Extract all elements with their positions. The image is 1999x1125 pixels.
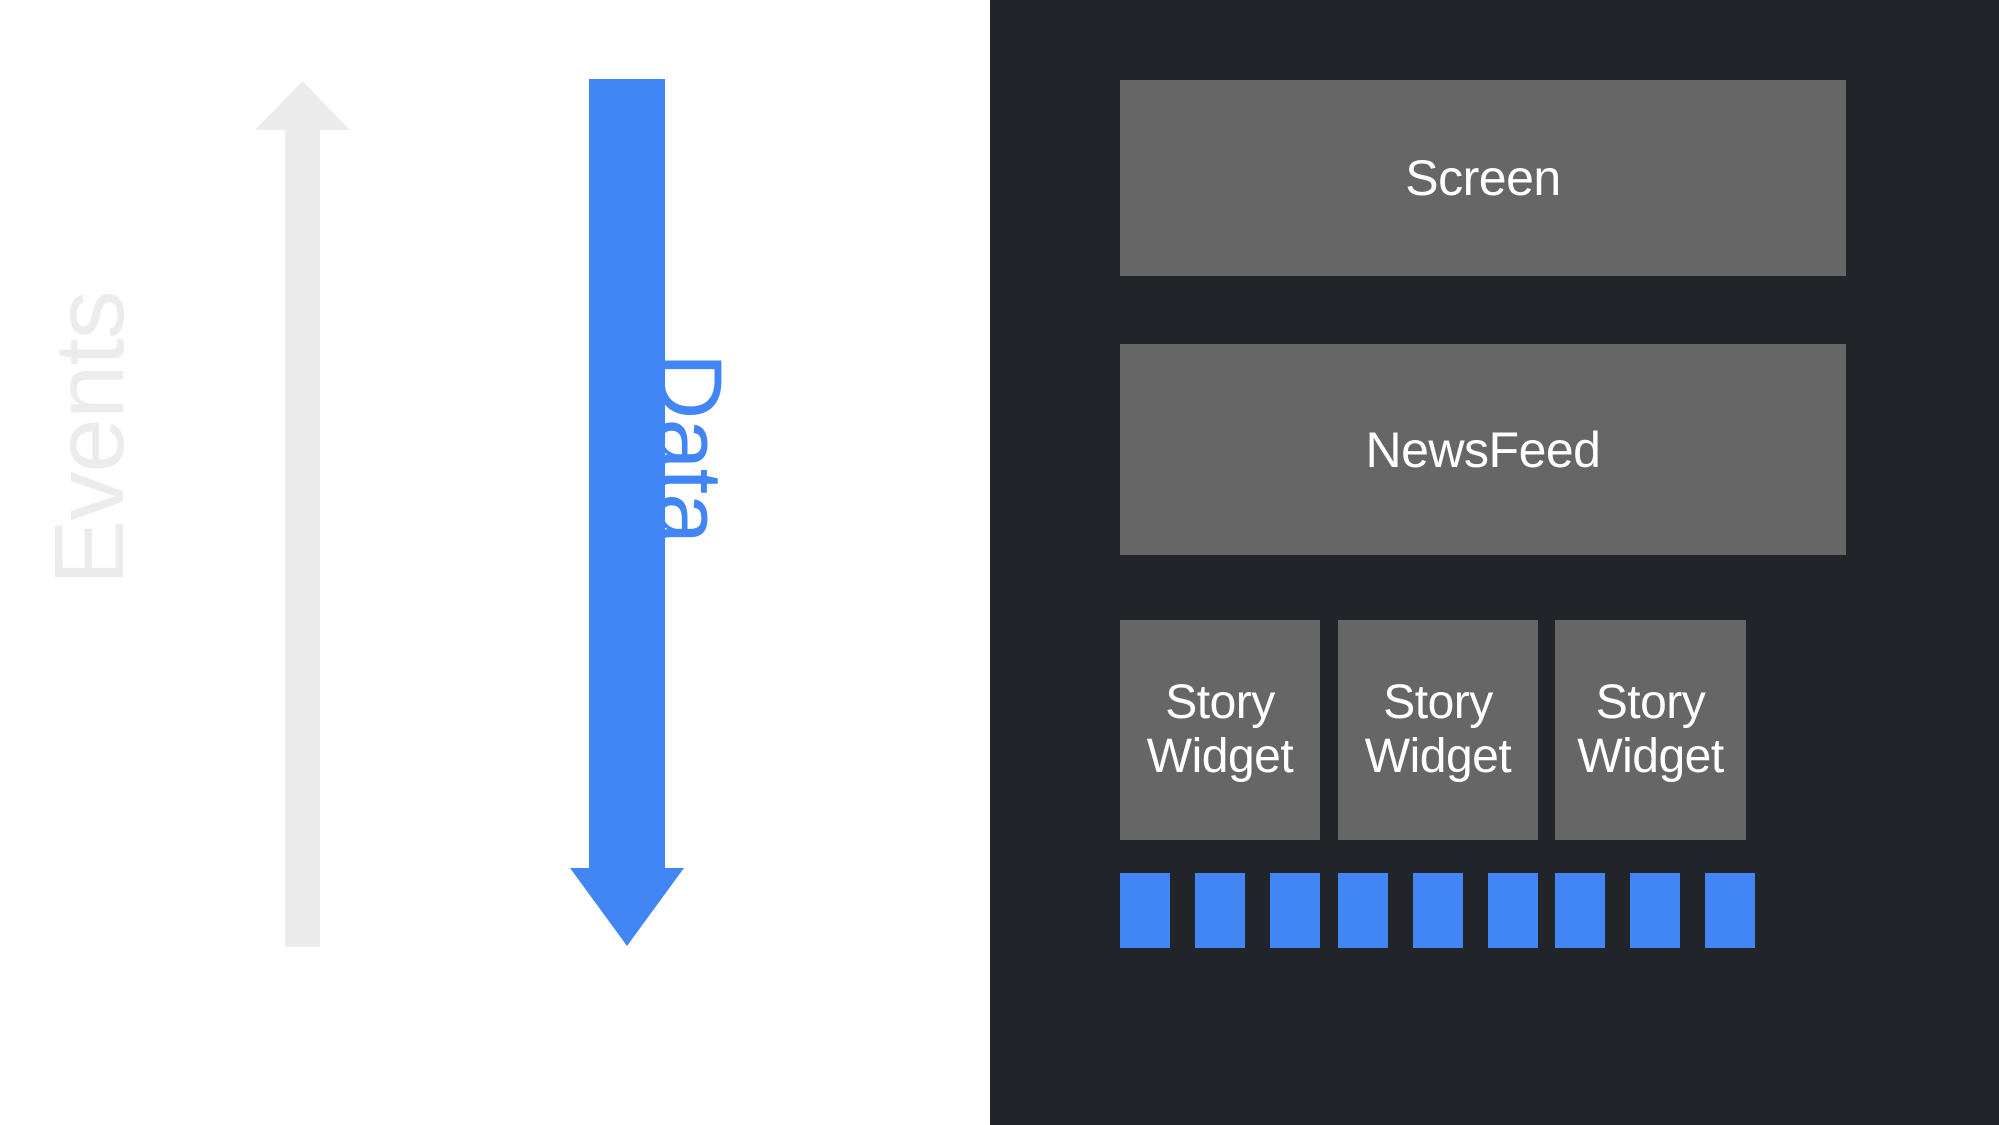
leaf-node[interactable] <box>1630 873 1680 948</box>
newsfeed-node-label: NewsFeed <box>1365 421 1602 478</box>
story-widget-node[interactable]: Story Widget <box>1555 620 1746 840</box>
story-widget-line-1: Story <box>1383 676 1493 730</box>
story-widget-line-2: Widget <box>1364 730 1512 783</box>
leaf-node[interactable] <box>1705 873 1755 948</box>
story-widget-node-label: Story Widget <box>1146 676 1294 784</box>
leaf-node-group <box>1338 873 1538 948</box>
screen-node[interactable]: Screen <box>1120 80 1846 276</box>
story-widget-line-1: Story <box>1165 676 1275 730</box>
events-arrow-icon <box>255 81 350 947</box>
leaf-node[interactable] <box>1413 873 1463 948</box>
leaf-node-group <box>1555 873 1755 948</box>
leaf-node-group <box>1120 873 1320 948</box>
newsfeed-node[interactable]: NewsFeed <box>1120 344 1846 555</box>
leaf-node[interactable] <box>1195 873 1245 948</box>
component-tree-panel: Screen NewsFeed Story Widget Story Widge… <box>990 0 1999 1125</box>
leaf-node[interactable] <box>1555 873 1605 948</box>
leaf-node[interactable] <box>1120 873 1170 948</box>
leaf-node[interactable] <box>1270 873 1320 948</box>
story-widget-line-2: Widget <box>1577 730 1724 783</box>
data-arrow-icon <box>570 79 684 946</box>
story-widget-node-label: Story Widget <box>1364 676 1512 784</box>
story-widget-node-label: Story Widget <box>1577 676 1724 784</box>
story-widget-line-1: Story <box>1595 676 1706 730</box>
screen-node-label: Screen <box>1405 150 1561 206</box>
events-flow-label: Events <box>34 291 144 585</box>
story-widget-node[interactable]: Story Widget <box>1338 620 1538 840</box>
story-widget-node[interactable]: Story Widget <box>1120 620 1320 840</box>
data-flow-label: Data <box>638 353 740 544</box>
flow-legend-panel: Events Data <box>0 0 990 1125</box>
story-widget-line-2: Widget <box>1146 730 1294 783</box>
leaf-node[interactable] <box>1338 873 1388 948</box>
leaf-node[interactable] <box>1488 873 1538 948</box>
